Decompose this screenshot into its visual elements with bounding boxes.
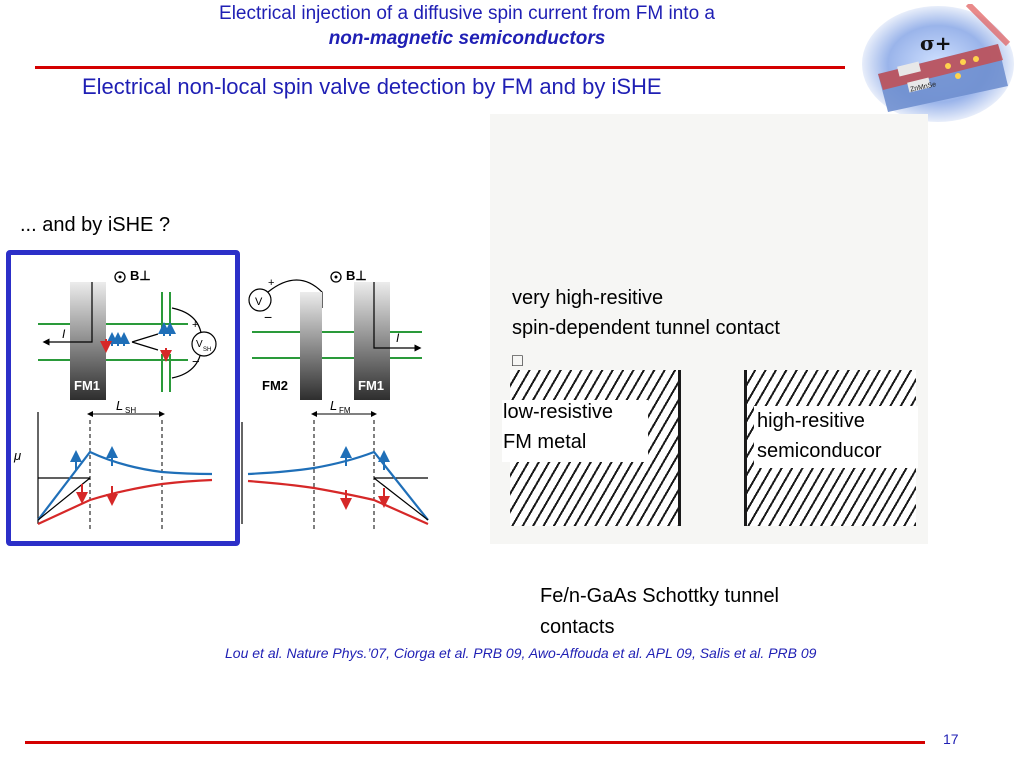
contact-label-line2: spin-dependent tunnel contact — [512, 317, 780, 339]
sc-label-line2: semiconducor — [757, 440, 882, 462]
length-sub: SH — [125, 406, 136, 415]
voltmeter-label-2: V — [255, 296, 263, 308]
ishe-question: ... and by iSHE ? — [20, 214, 171, 236]
plus-sign-2: + — [268, 277, 274, 289]
field-label-2: B⊥ — [346, 268, 367, 283]
voltmeter-sub: SH — [203, 347, 211, 353]
ishe-highlight-box — [6, 250, 240, 546]
slide-title-line1: Electrical injection of a diffusive spin… — [219, 3, 715, 24]
field-label: B⊥ — [130, 268, 151, 283]
schottky-line2: contacts — [540, 616, 615, 638]
length-sub-2: FM — [339, 406, 351, 415]
sc-interface-line — [744, 370, 747, 526]
page-number: 17 — [943, 731, 959, 747]
current-label: I — [62, 327, 66, 341]
slide-title-line2: non-magnetic semiconductors — [328, 28, 606, 49]
voltmeter-label: V — [196, 339, 203, 350]
length-label: L — [116, 398, 123, 413]
fm-label-line1: low-resistive — [503, 401, 614, 423]
plus-sign: + — [192, 319, 198, 331]
top-divider — [35, 66, 845, 69]
fm1-label-2: FM1 — [358, 378, 384, 393]
citation: Lou et al. Nature Phys.’07, Ciorga et al… — [225, 645, 817, 661]
minus-sign: − — [192, 354, 200, 369]
sc-label-backdrop — [754, 406, 918, 468]
ishe-diagram: B⊥ FM1 I V SH + − L SH — [12, 262, 234, 534]
sigma-plus-label: σ+ — [920, 31, 952, 55]
fm-detection-diagram: B⊥ V + − FM2 FM1 I L FM μ — [225, 262, 438, 534]
length-label-2: L — [330, 398, 337, 413]
contact-label-line1: very high-resitive — [512, 287, 664, 309]
fm-interface-line — [678, 370, 681, 526]
fm-label-line2: FM metal — [503, 431, 587, 453]
fm1-label: FM1 — [74, 378, 100, 393]
sc-label-line1: high-resitive — [757, 410, 865, 432]
slide-subtitle: Electrical non-local spin valve detectio… — [82, 74, 662, 99]
fm-label-backdrop — [502, 400, 648, 462]
schottky-line1: Fe/n-GaAs Schottky tunnel — [540, 585, 780, 607]
bottom-divider — [25, 741, 925, 744]
logo-image: σ+ ZnMnSe — [858, 1, 1018, 126]
minus-sign-2: − — [264, 309, 272, 325]
placeholder-glyph: □ — [512, 350, 523, 370]
current-label-2: I — [396, 331, 400, 345]
mu-label: μ — [13, 448, 21, 463]
tunnel-contact-schematic — [490, 114, 928, 544]
fm2-label: FM2 — [262, 378, 288, 393]
